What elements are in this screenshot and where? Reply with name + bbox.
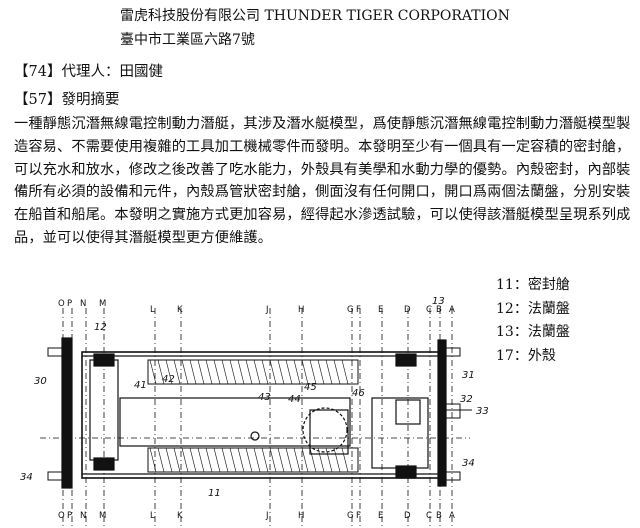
legend-num: 12 — [496, 300, 514, 317]
section-letter: D — [404, 511, 411, 521]
section-letter: L — [150, 305, 155, 315]
section-letter: B — [436, 305, 442, 315]
legend-num: 17 — [496, 347, 514, 364]
legend-item: 13：法蘭盤 — [496, 324, 570, 341]
ref-numeral: 34 — [462, 458, 475, 469]
legend-item: 17：外殼 — [496, 347, 556, 364]
legend-num: 13 — [496, 324, 514, 341]
section-letter: G — [347, 511, 354, 521]
section-letter: F — [356, 511, 361, 521]
legend-item: 11：密封艙 — [496, 277, 570, 293]
legend-item: 12：法蘭盤 — [496, 300, 570, 317]
legend-label: 法蘭盤 — [527, 324, 570, 341]
section-labels: O P N M L K J H G F E D C B A O P N M L … — [58, 299, 455, 521]
ref-numeral: 42 — [162, 374, 175, 385]
stern-flange — [437, 339, 447, 487]
abstract-title: 發明摘要 — [61, 92, 120, 108]
section-letter: C — [426, 511, 432, 521]
ref-numeral: 44 — [288, 394, 301, 405]
ref-numeral: 33 — [476, 406, 489, 417]
section-letter: K — [177, 511, 183, 521]
section-letter: E — [378, 305, 383, 315]
section-letter: A — [449, 511, 455, 521]
abstract-heading: 【57】發明摘要 — [14, 90, 119, 110]
applicant-name: 雷虎科技股份有限公司 THUNDER TIGER CORPORATION — [120, 8, 510, 24]
ref-numeral: 32 — [460, 394, 473, 405]
section-letter: A — [449, 305, 455, 315]
section-letter: E — [378, 511, 383, 521]
agent-label: 代理人： — [61, 64, 120, 80]
bow-flange — [61, 337, 73, 489]
ref-numeral: 45 — [304, 382, 317, 393]
section-letter: J — [265, 511, 269, 521]
section-letter: P — [67, 511, 72, 521]
section-lines — [40, 308, 470, 526]
ref-numeral: 12 — [94, 322, 107, 333]
ref-numeral: 30 — [34, 376, 47, 387]
section-letter: M — [99, 299, 106, 309]
sealed-cabin-tube — [81, 351, 443, 479]
section-letter: O — [58, 511, 65, 521]
applicant-address: 臺中市工業區六路7號 — [120, 32, 255, 48]
ref-numeral: 31 — [462, 370, 475, 381]
section-letter: B — [436, 511, 442, 521]
section-letter: J — [265, 305, 269, 315]
section-letter: H — [298, 305, 304, 315]
abstract-code: 【57】 — [14, 92, 62, 108]
section-letter: D — [404, 305, 411, 315]
legend-num: 11 — [496, 277, 514, 293]
section-letter: H — [298, 511, 304, 521]
ref-numeral: 46 — [352, 388, 365, 399]
patent-drawing: O P N M L K J H G F E D C B A O P N M L … — [20, 296, 489, 526]
section-letter: O — [58, 299, 65, 309]
agent-line: 【74】代理人：田國健 — [14, 62, 163, 82]
section-letter: C — [426, 305, 432, 315]
section-letter: N — [80, 299, 86, 309]
legend-label: 密封艙 — [527, 277, 570, 293]
abstract-text: 一種靜態沉潛無線電控制動力潛艇，其涉及潛水艇模型，爲使靜態沉潛無線電控制動力潛艇… — [14, 116, 631, 246]
legend-label: 法蘭盤 — [527, 300, 570, 317]
ref-numeral: 34 — [20, 472, 33, 483]
ref-numeral: 13 — [432, 296, 445, 307]
agent-name: 田國健 — [119, 64, 163, 80]
agent-code: 【74】 — [14, 64, 62, 80]
ref-numeral: 11 — [208, 488, 221, 499]
section-letter: F — [356, 305, 361, 315]
legend-label: 外殼 — [527, 347, 556, 364]
section-letter: K — [177, 305, 183, 315]
reference-legend: 11：密封艙 12：法蘭盤 13：法蘭盤 17：外殼 — [496, 274, 570, 368]
section-letter: M — [99, 511, 106, 521]
reference-numerals: 12 13 30 31 32 33 34 34 41 42 43 44 45 4… — [20, 296, 489, 499]
section-letter: G — [347, 305, 354, 315]
section-letter: N — [80, 511, 86, 521]
section-letter: L — [150, 511, 155, 521]
section-letter: P — [67, 299, 72, 309]
ref-numeral: 43 — [258, 392, 271, 403]
ref-numeral: 41 — [134, 380, 147, 391]
